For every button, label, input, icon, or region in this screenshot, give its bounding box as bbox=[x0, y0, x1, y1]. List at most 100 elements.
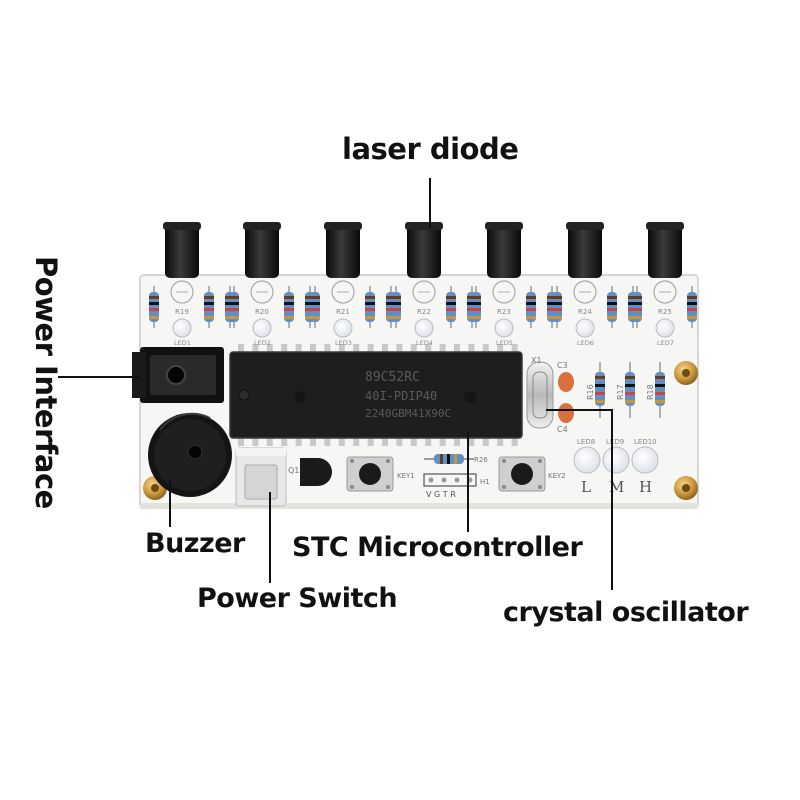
chip-pin-bottom bbox=[238, 436, 244, 446]
push-button-key1 bbox=[346, 456, 394, 492]
key2-label: KEY2 bbox=[548, 472, 566, 480]
r26-label: R26 bbox=[474, 456, 488, 464]
mounting-holes bbox=[143, 361, 698, 500]
chip-pin-bottom bbox=[482, 436, 489, 446]
cap-label-c4: C4 bbox=[557, 425, 568, 434]
callout-buzzer: Buzzer bbox=[145, 528, 245, 559]
resistor-r16: R16 bbox=[586, 384, 595, 400]
callout-power-interface: Power Interface bbox=[29, 256, 63, 509]
chip-pin-top bbox=[511, 344, 518, 354]
chip-text-line-2: 40I-PDIP40 bbox=[365, 389, 437, 403]
power-jack bbox=[132, 347, 224, 403]
chip-pin-bottom bbox=[266, 436, 273, 446]
resistor-label-5: R23 bbox=[497, 308, 511, 316]
chip-pin-bottom bbox=[367, 436, 374, 446]
crystal-label: X1 bbox=[531, 356, 542, 365]
transistor-q1 bbox=[300, 458, 332, 486]
chip-pin-bottom bbox=[425, 436, 432, 446]
indicator-led9: LED9 bbox=[606, 438, 624, 446]
header-label: H1 bbox=[480, 478, 490, 486]
chip-pin-top bbox=[338, 344, 345, 354]
stc-microcontroller-chip bbox=[229, 344, 523, 446]
chip-text-line-3: 2240GBM41X90C bbox=[365, 407, 451, 420]
resistor-label-6: R24 bbox=[578, 308, 592, 316]
chip-pin-bottom bbox=[295, 436, 302, 446]
chip-pin-bottom bbox=[310, 436, 316, 446]
led-label-6: LED6 bbox=[577, 339, 594, 347]
right-resistors bbox=[595, 362, 665, 418]
chip-pin-bottom bbox=[497, 436, 504, 446]
indicator-leds bbox=[573, 446, 659, 474]
chip-pin-bottom bbox=[338, 436, 345, 446]
led-label-4: LED4 bbox=[416, 339, 433, 347]
chip-text-line-1: 89C52RC bbox=[365, 370, 420, 385]
chip-pin-top bbox=[252, 344, 259, 354]
laser-diode-3 bbox=[310, 222, 396, 338]
chip-pin-top bbox=[410, 344, 417, 354]
chip-pin-top bbox=[266, 344, 273, 354]
cap-label-c3: C3 bbox=[557, 361, 568, 370]
chip-pin-bottom bbox=[439, 436, 446, 446]
resistor-label-4: R22 bbox=[417, 308, 431, 316]
led-label-2: LED2 bbox=[254, 339, 271, 347]
callout-stc-microcontroller: STC Microcontroller bbox=[292, 532, 583, 563]
chip-pin-top bbox=[367, 344, 374, 354]
chip-pin-bottom bbox=[252, 436, 259, 446]
indicator-letter-l: L bbox=[581, 478, 591, 496]
resistor-label-2: R20 bbox=[255, 308, 269, 316]
chip-pin-bottom bbox=[454, 436, 460, 446]
resistor-right-3 bbox=[655, 362, 665, 418]
chip-pin-top bbox=[382, 344, 388, 354]
power-switch bbox=[235, 447, 287, 507]
led-label-5: LED5 bbox=[496, 339, 513, 347]
chip-pin-bottom bbox=[511, 436, 518, 446]
chip-pin-top bbox=[310, 344, 316, 354]
indicator-led8: LED8 bbox=[577, 438, 595, 446]
chip-pin-bottom bbox=[468, 436, 475, 446]
resistor-label-7: R25 bbox=[658, 308, 672, 316]
chip-pin-bottom bbox=[396, 436, 403, 446]
led-label-3: LED3 bbox=[335, 339, 352, 347]
chip-pin-bottom bbox=[324, 436, 331, 446]
chip-pin-top bbox=[238, 344, 244, 354]
chip-pin-bottom bbox=[353, 436, 360, 446]
resistor-right-1 bbox=[595, 362, 605, 418]
led-label-1: LED1 bbox=[174, 339, 191, 347]
push-button-key2 bbox=[498, 456, 546, 492]
indicator-letter-h: H bbox=[639, 478, 652, 496]
led-label-7: LED7 bbox=[657, 339, 674, 347]
resistor-label-1: R19 bbox=[175, 308, 189, 316]
header-pins: V G T R bbox=[426, 490, 456, 499]
resistor-r18: R18 bbox=[646, 384, 655, 400]
chip-pin-top bbox=[439, 344, 446, 354]
chip-pin-top bbox=[353, 344, 360, 354]
resistor-right-2 bbox=[625, 362, 635, 418]
resistor-r26 bbox=[424, 454, 474, 464]
chip-pin-bottom bbox=[382, 436, 388, 446]
chip-pin-top bbox=[425, 344, 432, 354]
chip-pin-top bbox=[281, 344, 288, 354]
laser-row bbox=[149, 222, 697, 338]
chip-pin-bottom bbox=[410, 436, 417, 446]
callout-power-switch: Power Switch bbox=[197, 583, 398, 614]
chip-pin-top bbox=[295, 344, 302, 354]
chip-pin-bottom bbox=[281, 436, 288, 446]
chip-pin-top bbox=[396, 344, 403, 354]
chip-pin-top bbox=[497, 344, 504, 354]
leader-lines bbox=[58, 178, 613, 590]
resistor-r17: R17 bbox=[616, 384, 625, 400]
chip-pin-top bbox=[454, 344, 460, 354]
callout-laser-diode: laser diode bbox=[342, 132, 519, 166]
laser-diode-7 bbox=[632, 222, 697, 338]
crystal-oscillator bbox=[526, 361, 554, 429]
chip-pin-top bbox=[482, 344, 489, 354]
resistor-label-3: R21 bbox=[336, 308, 350, 316]
buzzer bbox=[148, 412, 232, 497]
capacitors bbox=[558, 372, 574, 423]
chip-pin-top bbox=[468, 344, 475, 354]
callout-crystal-oscillator: crystal oscillator bbox=[503, 597, 749, 628]
q1-label: Q1 bbox=[288, 466, 299, 475]
key1-label: KEY1 bbox=[397, 472, 415, 480]
indicator-led10: LED10 bbox=[634, 438, 657, 446]
